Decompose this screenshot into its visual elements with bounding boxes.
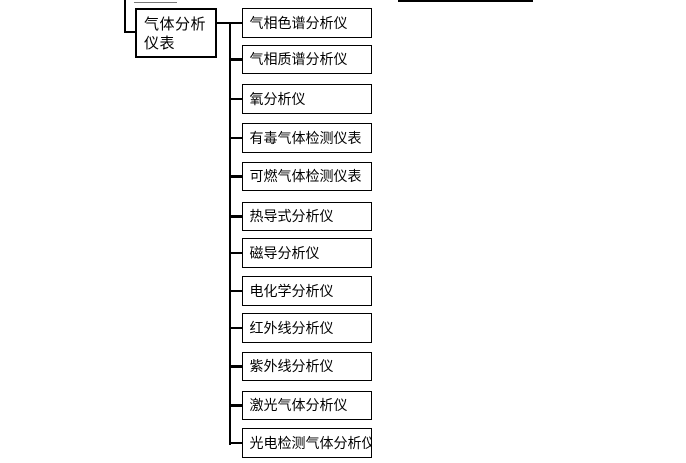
- branch-connector: [231, 365, 242, 368]
- root-incoming-connector-horizontal: [123, 30, 137, 33]
- tree-node: 气相色谱分析仪: [241, 8, 372, 38]
- branch-connector: [231, 441, 242, 444]
- branch-connector: [231, 289, 242, 292]
- branch-connector: [231, 97, 242, 100]
- tree-node: 紫外线分析仪: [241, 351, 372, 381]
- cropped-line-top-left: [134, 2, 177, 4]
- branch-connector: [231, 175, 242, 178]
- tree-node: 激光气体分析仪: [241, 390, 372, 420]
- branch-connector: [231, 21, 242, 24]
- tree-node: 可燃气体检测仪表: [241, 161, 372, 191]
- branch-connector: [231, 215, 242, 218]
- branch-connector: [231, 251, 242, 254]
- branch-connector: [231, 136, 242, 139]
- trunk-line: [228, 21, 231, 445]
- root-to-trunk-connector: [215, 21, 230, 24]
- tree-node: 氧分析仪: [241, 84, 372, 114]
- branch-connector: [231, 326, 242, 329]
- tree-node: 有毒气体检测仪表: [241, 123, 372, 153]
- root-node-gas-analysis-instruments: 气体分析仪表: [135, 7, 217, 58]
- tree-node: 热导式分析仪: [241, 201, 372, 231]
- cropped-line-top-right: [398, 0, 533, 3]
- tree-node: 磁导分析仪: [241, 238, 372, 268]
- root-incoming-connector-vertical: [123, 0, 126, 33]
- tree-node: 红外线分析仪: [241, 313, 372, 343]
- tree-node: 电化学分析仪: [241, 276, 372, 306]
- tree-node: 光电检测气体分析仪: [241, 428, 372, 458]
- branch-connector: [231, 58, 242, 61]
- branch-connector: [231, 404, 242, 407]
- tree-node: 气相质谱分析仪: [241, 44, 372, 74]
